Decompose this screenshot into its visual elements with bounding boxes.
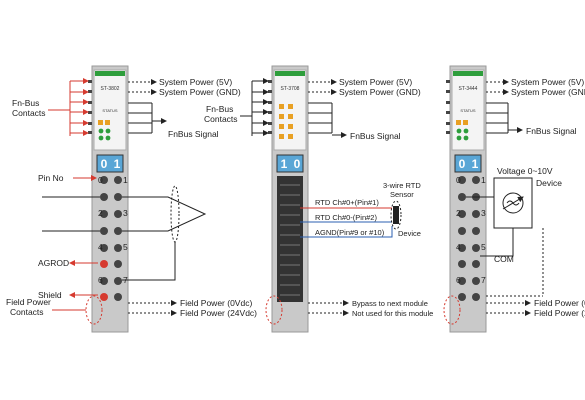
right-field-contacts-circle [443,295,461,325]
com-label: COM [494,254,514,264]
left-bus-contacts [88,80,92,134]
right-pin-1: 1 [481,175,486,185]
middle-fnbus-contacts-line2: Contacts [204,114,238,124]
agrod-label: AGROD [38,258,69,268]
pin-1: 1 [123,175,128,185]
module-right-status: STATUS [460,108,476,113]
rtd-wires [300,200,402,238]
left-system-power-5v: System Power (5V) [159,77,232,87]
left-fnbus-signal: FnBus Signal [168,129,219,139]
right-pin-2: 2 [456,208,461,218]
module-right: ST-3444 STATUS 0 1 0 1 2 3 4 5 6 7 [449,65,487,333]
rtd-pin2-label: RTD Ch#0-(Pin#2) [315,213,377,222]
left-fnbus-contacts-line2: Contacts [12,108,46,118]
right-pin-6: 6 [456,275,461,285]
left-fnbus-red-lines [48,78,89,136]
middle-bus-contacts [268,80,272,134]
module-right-model: ST-3444 [459,86,478,92]
right-pin-5: 5 [481,242,486,252]
pin-6: 6 [98,275,103,285]
voltage-device [493,177,533,229]
right-pin-3: 3 [481,208,486,218]
right-pin-0: 0 [456,175,461,185]
right-device-label: Device [536,178,562,188]
rtd-sensor-line1: 3-wire RTD [383,181,421,190]
right-fnbus-arrows [486,102,523,134]
pin-0: 0 [98,175,103,185]
left-fnbus-arrows [128,102,167,134]
middle-system-power-gnd: System Power (GND) [339,87,421,97]
right-fnbus-signal: FnBus Signal [526,126,577,136]
module-left-model: ST-3802 [101,86,120,92]
module-left-ch0: 0 [101,157,108,171]
left-field-power-0v: Field Power (0Vdc) [180,298,252,308]
module-middle-model: ST-3708 [281,86,300,92]
shield-label: Shield [38,290,62,300]
module-middle-ch0: 1 [281,157,288,171]
left-field-power-24v: Field Power (24Vdc) [180,308,257,318]
bypass-label: Bypass to next module [352,299,428,308]
module-right-ch0: 0 [459,157,466,171]
right-bus-contacts [446,80,450,134]
left-fnbus-contacts-line1: Fn-Bus [12,98,39,108]
module-right-ch1: 1 [472,157,479,171]
middle-fnbus-signal: FnBus Signal [350,131,401,141]
pin-2: 2 [98,208,103,218]
left-input-wires [42,185,207,281]
middle-fnbus-arrows [308,102,347,138]
middle-fnbus-lines [240,78,269,136]
module-left-terminals [100,176,122,301]
voltage-label: Voltage 0~10V [497,166,553,176]
middle-system-power-5v: System Power (5V) [339,77,412,87]
right-system-power-5v: System Power (5V) [511,77,584,87]
module-left-status: STATUS [102,108,118,113]
rtd-sensor-line2: Sensor [390,190,414,199]
left-field-contacts-circle [85,295,103,325]
rtd-pin1-label: RTD Ch#0+(Pin#1) [315,198,379,207]
right-field-power-24v: Field Power (2 [534,308,585,318]
module-right-terminals [458,176,480,301]
right-pin-4: 4 [456,242,461,252]
module-left: ST-3802 STATUS 0 1 0 1 2 3 4 5 6 7 [91,65,129,333]
pin-3: 3 [123,208,128,218]
pin-no-label: Pin No [38,173,64,183]
left-system-power-gnd: System Power (GND) [159,87,241,97]
module-middle-ch1: 0 [294,157,301,171]
agnd-label: AGND(Pin#9 or #10) [315,228,385,237]
right-wires [466,196,514,257]
field-power-contacts-line2: Contacts [10,307,44,317]
right-field-power-0v: Field Power (0 [534,298,585,308]
middle-fnbus-contacts-line1: Fn-Bus [206,104,233,114]
middle-field-contacts-circle [265,295,283,325]
pin-4: 4 [98,242,103,252]
right-pin-7: 7 [481,275,486,285]
module-middle: ST-3708 1 0 [271,65,309,333]
field-power-contacts-line1: Field Power [6,297,51,307]
module-left-ch1: 1 [114,157,121,171]
middle-device-label: Device [398,229,421,238]
not-used-label: Not used for this module [352,309,433,318]
right-system-power-gnd: System Power (GND) [511,87,585,97]
pin-5: 5 [123,242,128,252]
